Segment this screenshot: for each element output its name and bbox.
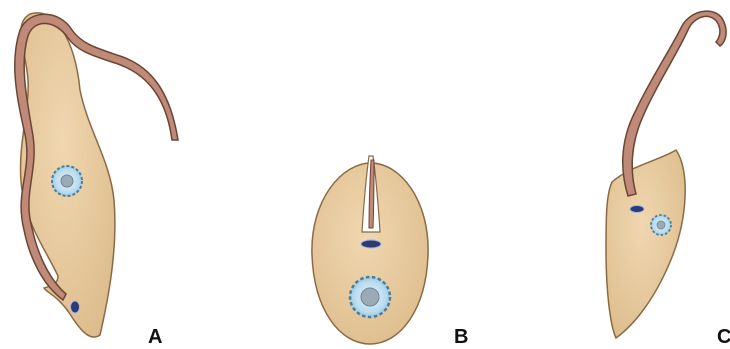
panel-label-a: A (148, 326, 162, 348)
kinetoplast-b (361, 240, 381, 248)
nucleus-c (651, 215, 671, 235)
kinetoplast-a (71, 301, 80, 313)
kinetoplast-c (630, 206, 644, 213)
panel-b: B (312, 156, 469, 348)
cell-body-c (606, 150, 685, 338)
panel-c: C (606, 11, 730, 348)
panel-label-b: B (454, 326, 468, 348)
nucleus-a (52, 166, 82, 196)
panel-a: A (15, 13, 178, 348)
nucleus-b (350, 277, 390, 317)
panel-label-c: C (717, 326, 730, 348)
